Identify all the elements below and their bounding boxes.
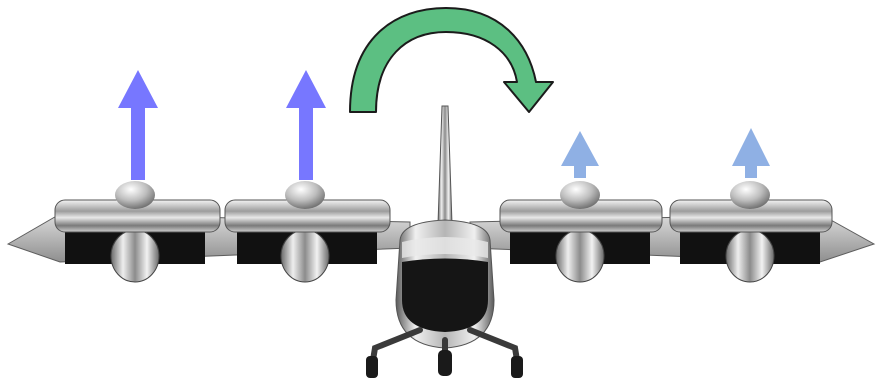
lift-arrow-inner-right <box>561 131 599 178</box>
roll-moment-arrow <box>350 8 553 112</box>
lift-arrow-outer-right <box>732 128 770 178</box>
lift-arrow-outer-left <box>118 70 158 180</box>
rotor-inner-left <box>225 181 390 282</box>
curved-arrow-icon <box>350 8 553 112</box>
rotor-inner-right <box>500 181 662 282</box>
landing-gear <box>366 330 523 378</box>
lift-arrow-inner-left <box>286 70 326 180</box>
fuselage <box>396 220 494 348</box>
tail-fin <box>438 106 452 224</box>
rotor-outer-left <box>55 181 220 282</box>
rotor-outer-right <box>670 181 832 282</box>
